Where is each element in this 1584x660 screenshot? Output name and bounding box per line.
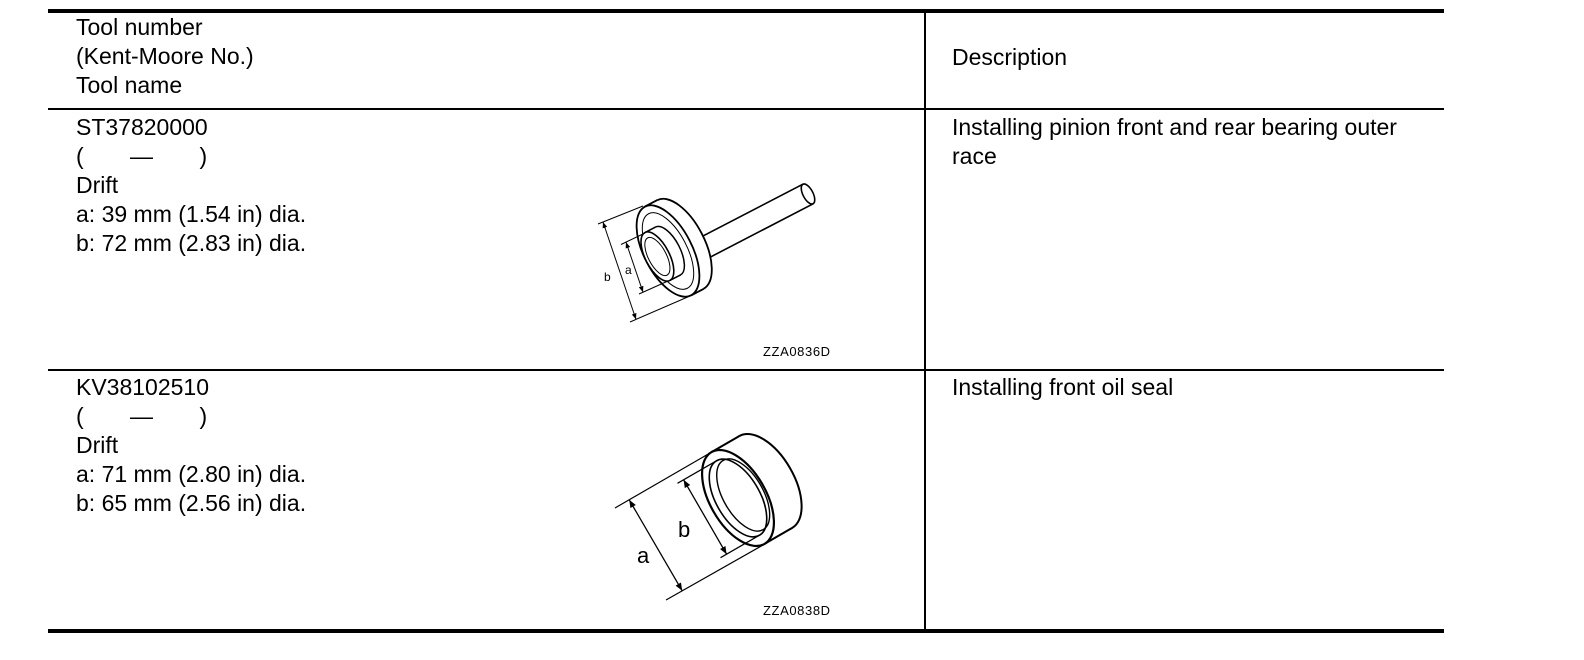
dimension-spec-a: a: 71 mm (2.80 in) dia. xyxy=(76,461,307,487)
header-tool-column: Tool number (Kent-Moore No.) Tool name xyxy=(76,13,254,100)
tool-info-cell: KV38102510 ( — ) Drift a: 71 mm (2.80 in… xyxy=(76,373,306,518)
dimension-label-a: a xyxy=(637,543,650,568)
dimension-spec-b: b: 72 mm (2.83 in) dia. xyxy=(76,230,307,256)
tool-description: Installing front oil seal xyxy=(952,374,1174,400)
header-kent-moore-label: (Kent-Moore No.) xyxy=(76,43,254,69)
dimension-spec-b: b: 65 mm (2.56 in) dia. xyxy=(76,490,307,516)
column-divider xyxy=(924,12,926,630)
dimension-label-a: a xyxy=(625,263,632,277)
kent-moore-number: ( — ) xyxy=(76,403,208,429)
table-top-rule xyxy=(48,9,1444,13)
header-tool-number-label: Tool number xyxy=(76,14,203,40)
dimension-label-b: b xyxy=(604,270,611,284)
header-description-label: Description xyxy=(952,44,1068,70)
drift-shaft xyxy=(694,183,816,261)
row-divider-rule xyxy=(48,369,1444,371)
dimension-a: a xyxy=(620,232,669,295)
kent-moore-number: ( — ) xyxy=(76,143,208,169)
seal-drift-illustration: a b xyxy=(614,433,803,601)
dimension-label-b: b xyxy=(678,517,690,542)
drift-pilot xyxy=(640,225,686,282)
drift-illustration: b a xyxy=(597,183,816,323)
header-rule xyxy=(48,108,1444,110)
dimension-b: b xyxy=(597,205,691,323)
table-bottom-rule xyxy=(48,629,1444,633)
tool-number: ST37820000 xyxy=(76,114,208,140)
tool-description: Installing pinion front and rear bearing… xyxy=(952,114,1397,169)
tool-info-cell: ST37820000 ( — ) Drift a: 39 mm (1.54 in… xyxy=(76,113,306,258)
tool-name: Drift xyxy=(76,172,119,198)
dimension-spec-a: a: 39 mm (1.54 in) dia. xyxy=(76,201,307,227)
figure-code: ZZA0836D xyxy=(763,344,831,359)
figure-code: ZZA0838D xyxy=(763,603,831,618)
dimension-b: b xyxy=(677,460,760,559)
header-tool-name-label: Tool name xyxy=(76,72,183,98)
dimension-a: a xyxy=(614,452,764,601)
tool-number: KV38102510 xyxy=(76,374,210,400)
tool-name: Drift xyxy=(76,432,119,458)
